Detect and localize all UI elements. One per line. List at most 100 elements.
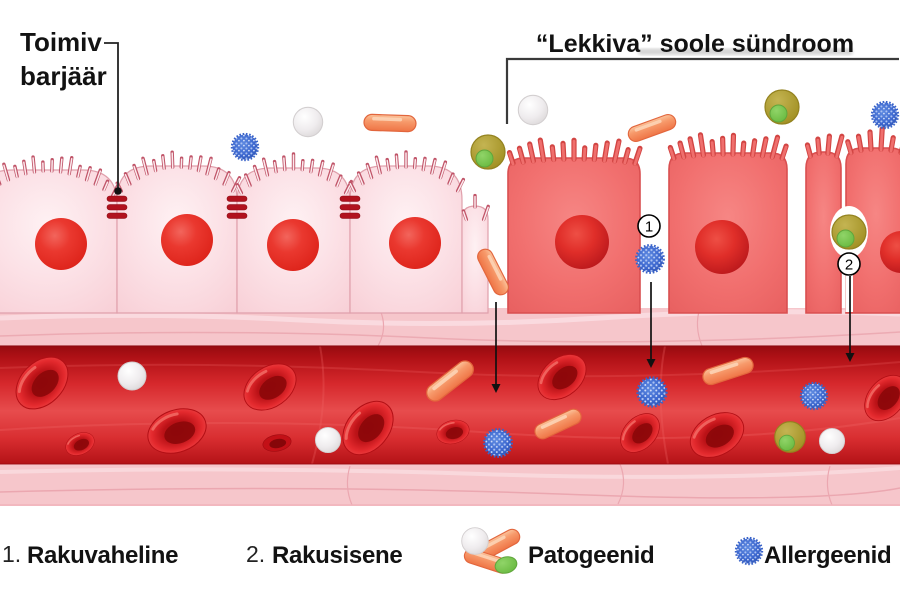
leaky-cell-nucleus [695, 220, 749, 274]
microvillus-core [103, 181, 109, 192]
microvillus-core [223, 172, 230, 187]
microvillus-core [582, 147, 587, 162]
microvillus-core [550, 146, 556, 162]
pathogen-cell-particle [764, 89, 800, 125]
microvillus-core [699, 134, 705, 158]
microvillus-core [395, 155, 399, 170]
microvillus-core [668, 147, 676, 161]
microvillus-core [857, 135, 863, 153]
microvillus-core [3, 164, 10, 182]
microvillus-core [375, 157, 381, 175]
microvillus-core [262, 159, 269, 177]
microvillus-core [508, 152, 515, 166]
microvillus-core [482, 206, 489, 222]
microvillus-core [189, 157, 192, 171]
microvillus-core [133, 165, 140, 181]
allergen-particle [230, 132, 260, 162]
leaky-cell-nucleus [555, 215, 609, 269]
microvillus-core [14, 166, 18, 179]
microvillus-core [236, 185, 243, 195]
pathogen-cell-particle [774, 421, 806, 453]
legend-pathogens-label: Patogeenid [528, 542, 654, 569]
microvillus-core [124, 174, 131, 187]
microvillus-core [448, 174, 454, 186]
allergen-particle [870, 100, 900, 130]
microvillus-core [456, 179, 465, 193]
microvillus-core [327, 164, 334, 182]
leaky-epithelial-cell [805, 151, 842, 314]
microvillus-core [613, 140, 621, 164]
microvillus-core [59, 158, 63, 174]
arrow-head [646, 359, 656, 368]
barrier-pointer-line [104, 42, 119, 188]
microvillus-core [633, 147, 642, 166]
microvillus-core [741, 142, 746, 157]
arrow-head [845, 353, 855, 362]
microvillus-core [273, 161, 277, 174]
pathogen-cell-particle [831, 214, 867, 250]
tight-junction-bar [226, 204, 248, 211]
microvillus-core [310, 160, 314, 174]
tight-junction-bar [339, 212, 361, 219]
microvillus-core [751, 140, 757, 158]
microvillus-core [336, 176, 342, 188]
microvillus-core [710, 141, 715, 157]
microvillus-core [68, 157, 73, 176]
allergens-legend-icon [734, 536, 764, 566]
blood-vessel [0, 307, 900, 506]
microvillus-core [518, 147, 525, 165]
tight-junctions [106, 195, 361, 219]
healthy-cell-nucleus [35, 218, 87, 270]
leaky-section-bracket [505, 57, 899, 124]
microvillus-core [538, 139, 545, 163]
microvillus-core [23, 161, 27, 176]
barrier-pointer-dot [114, 187, 122, 195]
leaky-cell-nucleus [880, 231, 900, 273]
microvillus-core [826, 135, 831, 156]
route-markers: 12 [637, 214, 861, 276]
microvillus-core [889, 137, 895, 153]
microvillus-core [197, 157, 202, 173]
microvillus-core [439, 162, 447, 180]
microvillus-core [94, 170, 102, 186]
translocation-arrows [491, 276, 855, 393]
route-marker-number: 1 [645, 219, 653, 236]
microvillus-core [623, 149, 630, 165]
microvillus-core [162, 156, 165, 171]
pathogens-legend-icon [461, 526, 523, 576]
microvillus-core [349, 183, 356, 193]
microvillus-core [77, 166, 81, 179]
healthy-cell-nucleus [161, 214, 213, 266]
legend-number-2: 2. [246, 541, 265, 567]
microvillus-core [561, 142, 566, 162]
microvillus-core [846, 141, 853, 155]
microvillus-core [85, 168, 91, 182]
microvillus-core [206, 158, 212, 176]
microvillus-core [301, 160, 304, 172]
microvillus-core [283, 157, 286, 172]
healthy-barrier-label-line2: barjäär [20, 61, 107, 91]
legend: 1. Rakuvaheline 2. Rakusisene Patogeenid… [2, 526, 892, 576]
rod-particle [363, 113, 417, 133]
legend-paracellular-label: Rakuvaheline [27, 542, 178, 569]
microvillus-core [142, 158, 148, 176]
microvillus-core [770, 136, 779, 160]
microvillus-core [688, 138, 695, 159]
microvillus-core [678, 142, 686, 160]
microvillus-core [245, 175, 251, 188]
microvillus-core [835, 135, 844, 159]
tight-junction-bar [339, 195, 361, 202]
arrow-head [491, 384, 501, 393]
microvillus-core [806, 144, 812, 159]
leaky-gut-title: “Lekkiva” soole sündroom [536, 30, 854, 58]
microvillus-core [592, 144, 598, 162]
microvillus-core [214, 169, 220, 181]
microvillus-core [32, 157, 36, 174]
microvillus-core [528, 143, 535, 164]
microvillus-core [761, 138, 768, 159]
microvillus-core [431, 159, 436, 175]
microvillus-core [816, 138, 821, 156]
white-particle [117, 361, 147, 391]
